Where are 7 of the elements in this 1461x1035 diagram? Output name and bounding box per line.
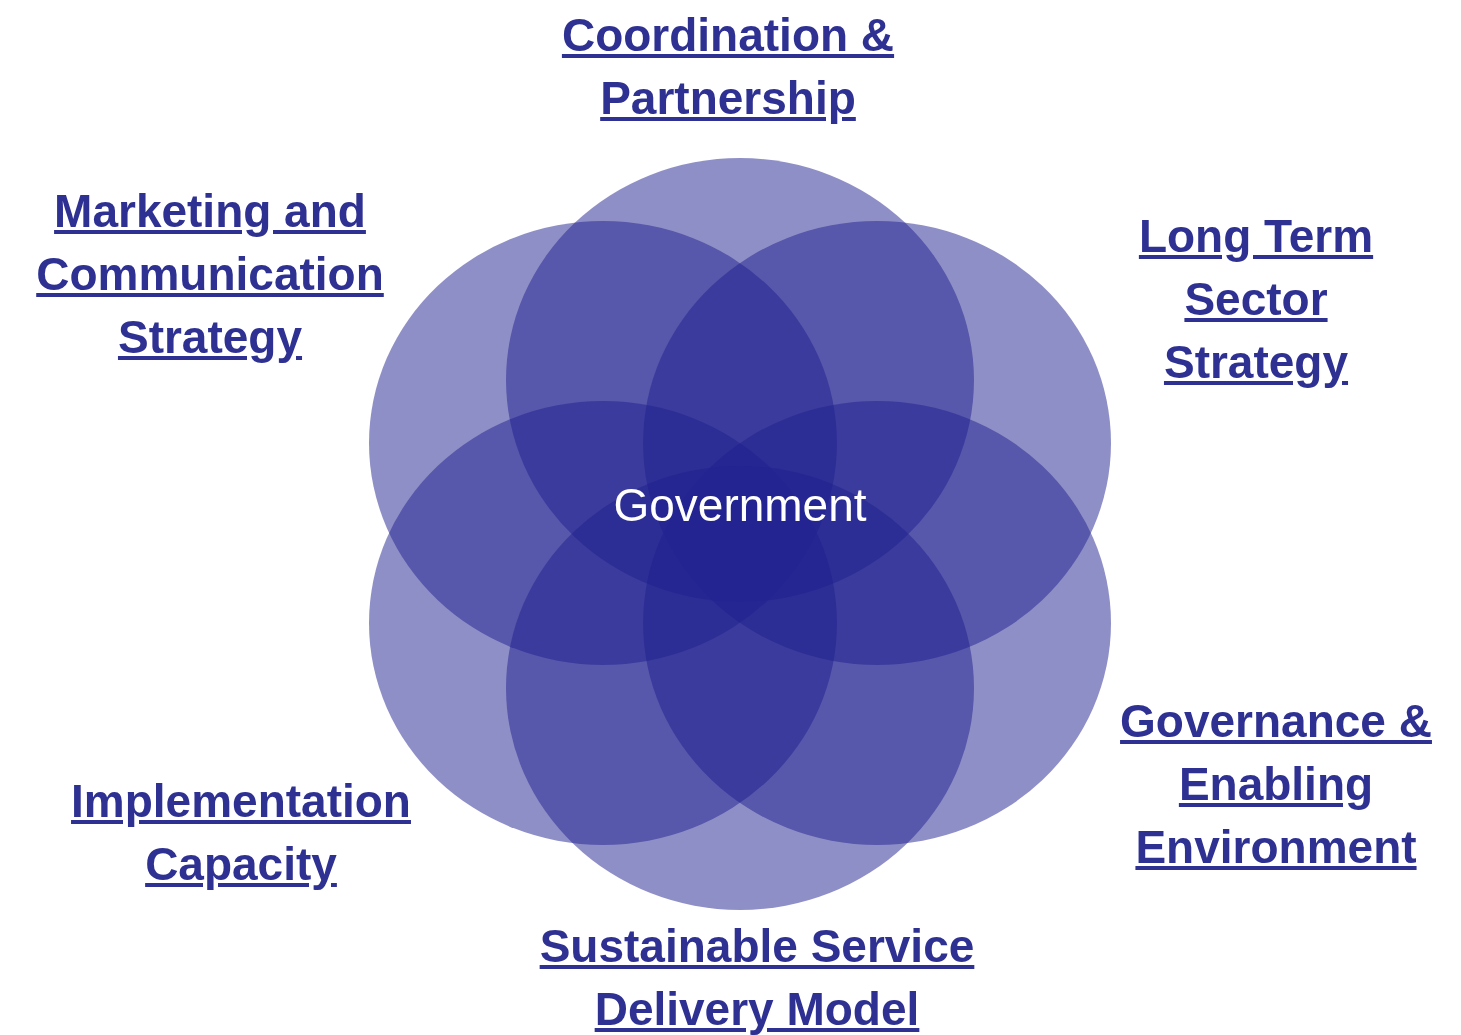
circle-label: Long Term Sector Strategy (1137, 209, 1375, 390)
center-label: Government (612, 478, 868, 532)
circle-label: Sustainable Service Delivery Model (538, 919, 976, 1035)
circle-label: Marketing and Communication Strategy (35, 184, 385, 365)
circle-label: Coordination & Partnership (560, 8, 896, 126)
circle-label: Governance & Enabling Environment (1119, 694, 1433, 875)
circle-label: Implementation Capacity (70, 774, 412, 892)
